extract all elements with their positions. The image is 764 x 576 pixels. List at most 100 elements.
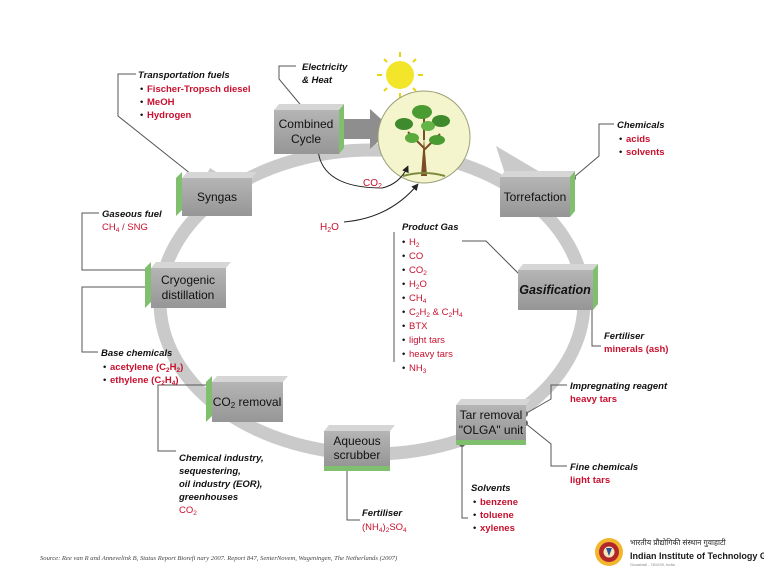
product-gas-heavy-tars: heavy tars [409,349,453,360]
svg-text:•: • [140,84,143,95]
note-transport: Transportation fuels • Fischer-Tropsch di… [138,70,250,121]
base-heading: Base chemicals [101,348,172,359]
svg-text:•: • [402,321,405,332]
box-co2-removal: CO2 removal [206,376,288,422]
industry-value: CO2 [179,505,197,517]
svg-text:•: • [103,375,106,386]
svg-text:•: • [402,307,405,318]
industry-line-1: Chemical industry, [179,453,264,464]
svg-text:•: • [473,523,476,534]
tar-removal-label-2: "OLGA" unit [459,423,524,437]
co2-label: CO2 [363,178,382,190]
svg-text:•: • [103,362,106,373]
co2-removal-label: CO2 removal [213,395,281,410]
solvents-item-2: toluene [480,510,514,521]
syngas-label: Syngas [197,190,237,204]
cryogenic-label-2: distillation [162,288,215,302]
chemicals-heading: Chemicals [617,120,665,131]
product-gas-co2: CO2 [409,265,427,277]
combined-cycle-label-2: Cycle [291,132,321,146]
product-gas-c2: C2H2 & C2H4 [409,307,463,319]
institute-name: Indian Institute of Technology Guwahati [630,551,764,561]
transport-item-1: Fischer-Tropsch diesel [147,84,250,95]
product-gas-nh3: NH3 [409,363,427,375]
box-tar-removal: Tar removal "OLGA" unit [456,399,531,445]
tree-icon [377,90,471,184]
svg-text:•: • [473,497,476,508]
fertiliser-ash-value: minerals (ash) [604,344,668,355]
fertiliser-ash-heading: Fertiliser [604,331,645,342]
note-impregnating: Impregnating reagent heavy tars [570,381,668,405]
box-combined-cycle: Combined Cycle [274,104,344,154]
fine-heading: Fine chemicals [570,462,638,473]
svg-text:•: • [402,363,405,374]
combined-cycle-label-1: Combined [279,117,334,131]
base-item-2: ethylene (C2H4) [110,375,179,387]
electricity-line-2: & Heat [302,75,333,86]
cryogenic-label-1: Cryogenic [161,273,215,287]
iitg-logo [595,538,623,566]
co2-flow-arrow [317,149,409,189]
box-syngas: Syngas [176,172,257,216]
fine-value: light tars [570,475,610,486]
base-item-1: acetylene (C2H2) [110,362,183,374]
product-gas-h2: H2 [409,237,420,249]
solvents-item-1: benzene [480,497,518,508]
product-gas-h2o: H2O [409,279,427,291]
note-base: Base chemicals • acetylene (C2H2) • ethy… [101,348,183,387]
product-gas-light-tars: light tars [409,335,445,346]
note-electricity: Electricity & Heat [302,62,348,86]
product-gas-heading: Product Gas [402,222,459,233]
tar-removal-label-1: Tar removal [460,408,523,422]
torrefaction-label: Torrefaction [504,190,567,204]
note-industry: Chemical industry, sequestering, oil ind… [178,453,264,517]
svg-text:•: • [619,134,622,145]
svg-text:•: • [140,110,143,121]
note-fertiliser-nh4: Fertiliser (NH4)2SO4 [362,508,407,534]
box-torrefaction: Torrefaction [500,171,575,217]
svg-text:•: • [402,237,405,248]
box-gasification: Gasification [518,264,598,310]
sun-icon [377,52,423,98]
product-gas-btx: BTX [409,321,428,332]
note-solvents: Solvents • benzene • toluene • xylenes [471,483,518,534]
industry-line-4: greenhouses [178,492,238,503]
transport-heading: Transportation fuels [138,70,230,81]
svg-text:•: • [402,279,405,290]
svg-text:•: • [619,147,622,158]
product-gas-co: CO [409,251,423,262]
h2o-label: H2O [320,222,339,234]
h2o-flow-arrow [343,183,419,223]
svg-text:•: • [140,97,143,108]
source-citation: Source: Ree van R and Annevelink B, Stat… [40,555,397,562]
impregnating-value: heavy tars [570,394,617,405]
aqueous-label-2: scrubber [334,448,381,462]
note-fertiliser-ash: Fertiliser minerals (ash) [604,331,668,355]
note-chemicals: Chemicals •acids •solvents [617,120,665,158]
solvents-item-3: xylenes [480,523,515,534]
svg-text:•: • [473,510,476,521]
product-gas-list: Product Gas • H2 • CO • CO2 • H2O • CH4 … [402,222,463,375]
institute-small: Guwahati - 781039, India [630,562,675,567]
product-gas-ch4: CH4 [409,293,427,305]
chemicals-item-2: solvents [626,147,665,158]
institute-hindi: भारतीय प्रौद्योगिकी संस्थान गुवाहाटी [630,538,727,548]
svg-text:•: • [402,265,405,276]
transport-item-2: MeOH [147,97,175,108]
industry-line-2: sequestering, [179,466,241,477]
box-aqueous-scrubber: Aqueous scrubber [324,425,395,471]
fertiliser-nh4-heading: Fertiliser [362,508,403,519]
aqueous-label-1: Aqueous [333,434,380,448]
note-fine: Fine chemicals light tars [570,462,638,486]
gasification-label: Gasification [519,283,591,297]
svg-text:•: • [402,335,405,346]
electricity-line-1: Electricity [302,62,348,73]
svg-text:•: • [402,251,405,262]
impregnating-heading: Impregnating reagent [570,381,668,392]
gaseous-value: CH4 / SNG [102,222,148,234]
connector-lines [81,65,614,521]
fertiliser-nh4-value: (NH4)2SO4 [362,522,407,534]
transport-item-3: Hydrogen [147,110,192,121]
solvents-heading: Solvents [471,483,511,494]
